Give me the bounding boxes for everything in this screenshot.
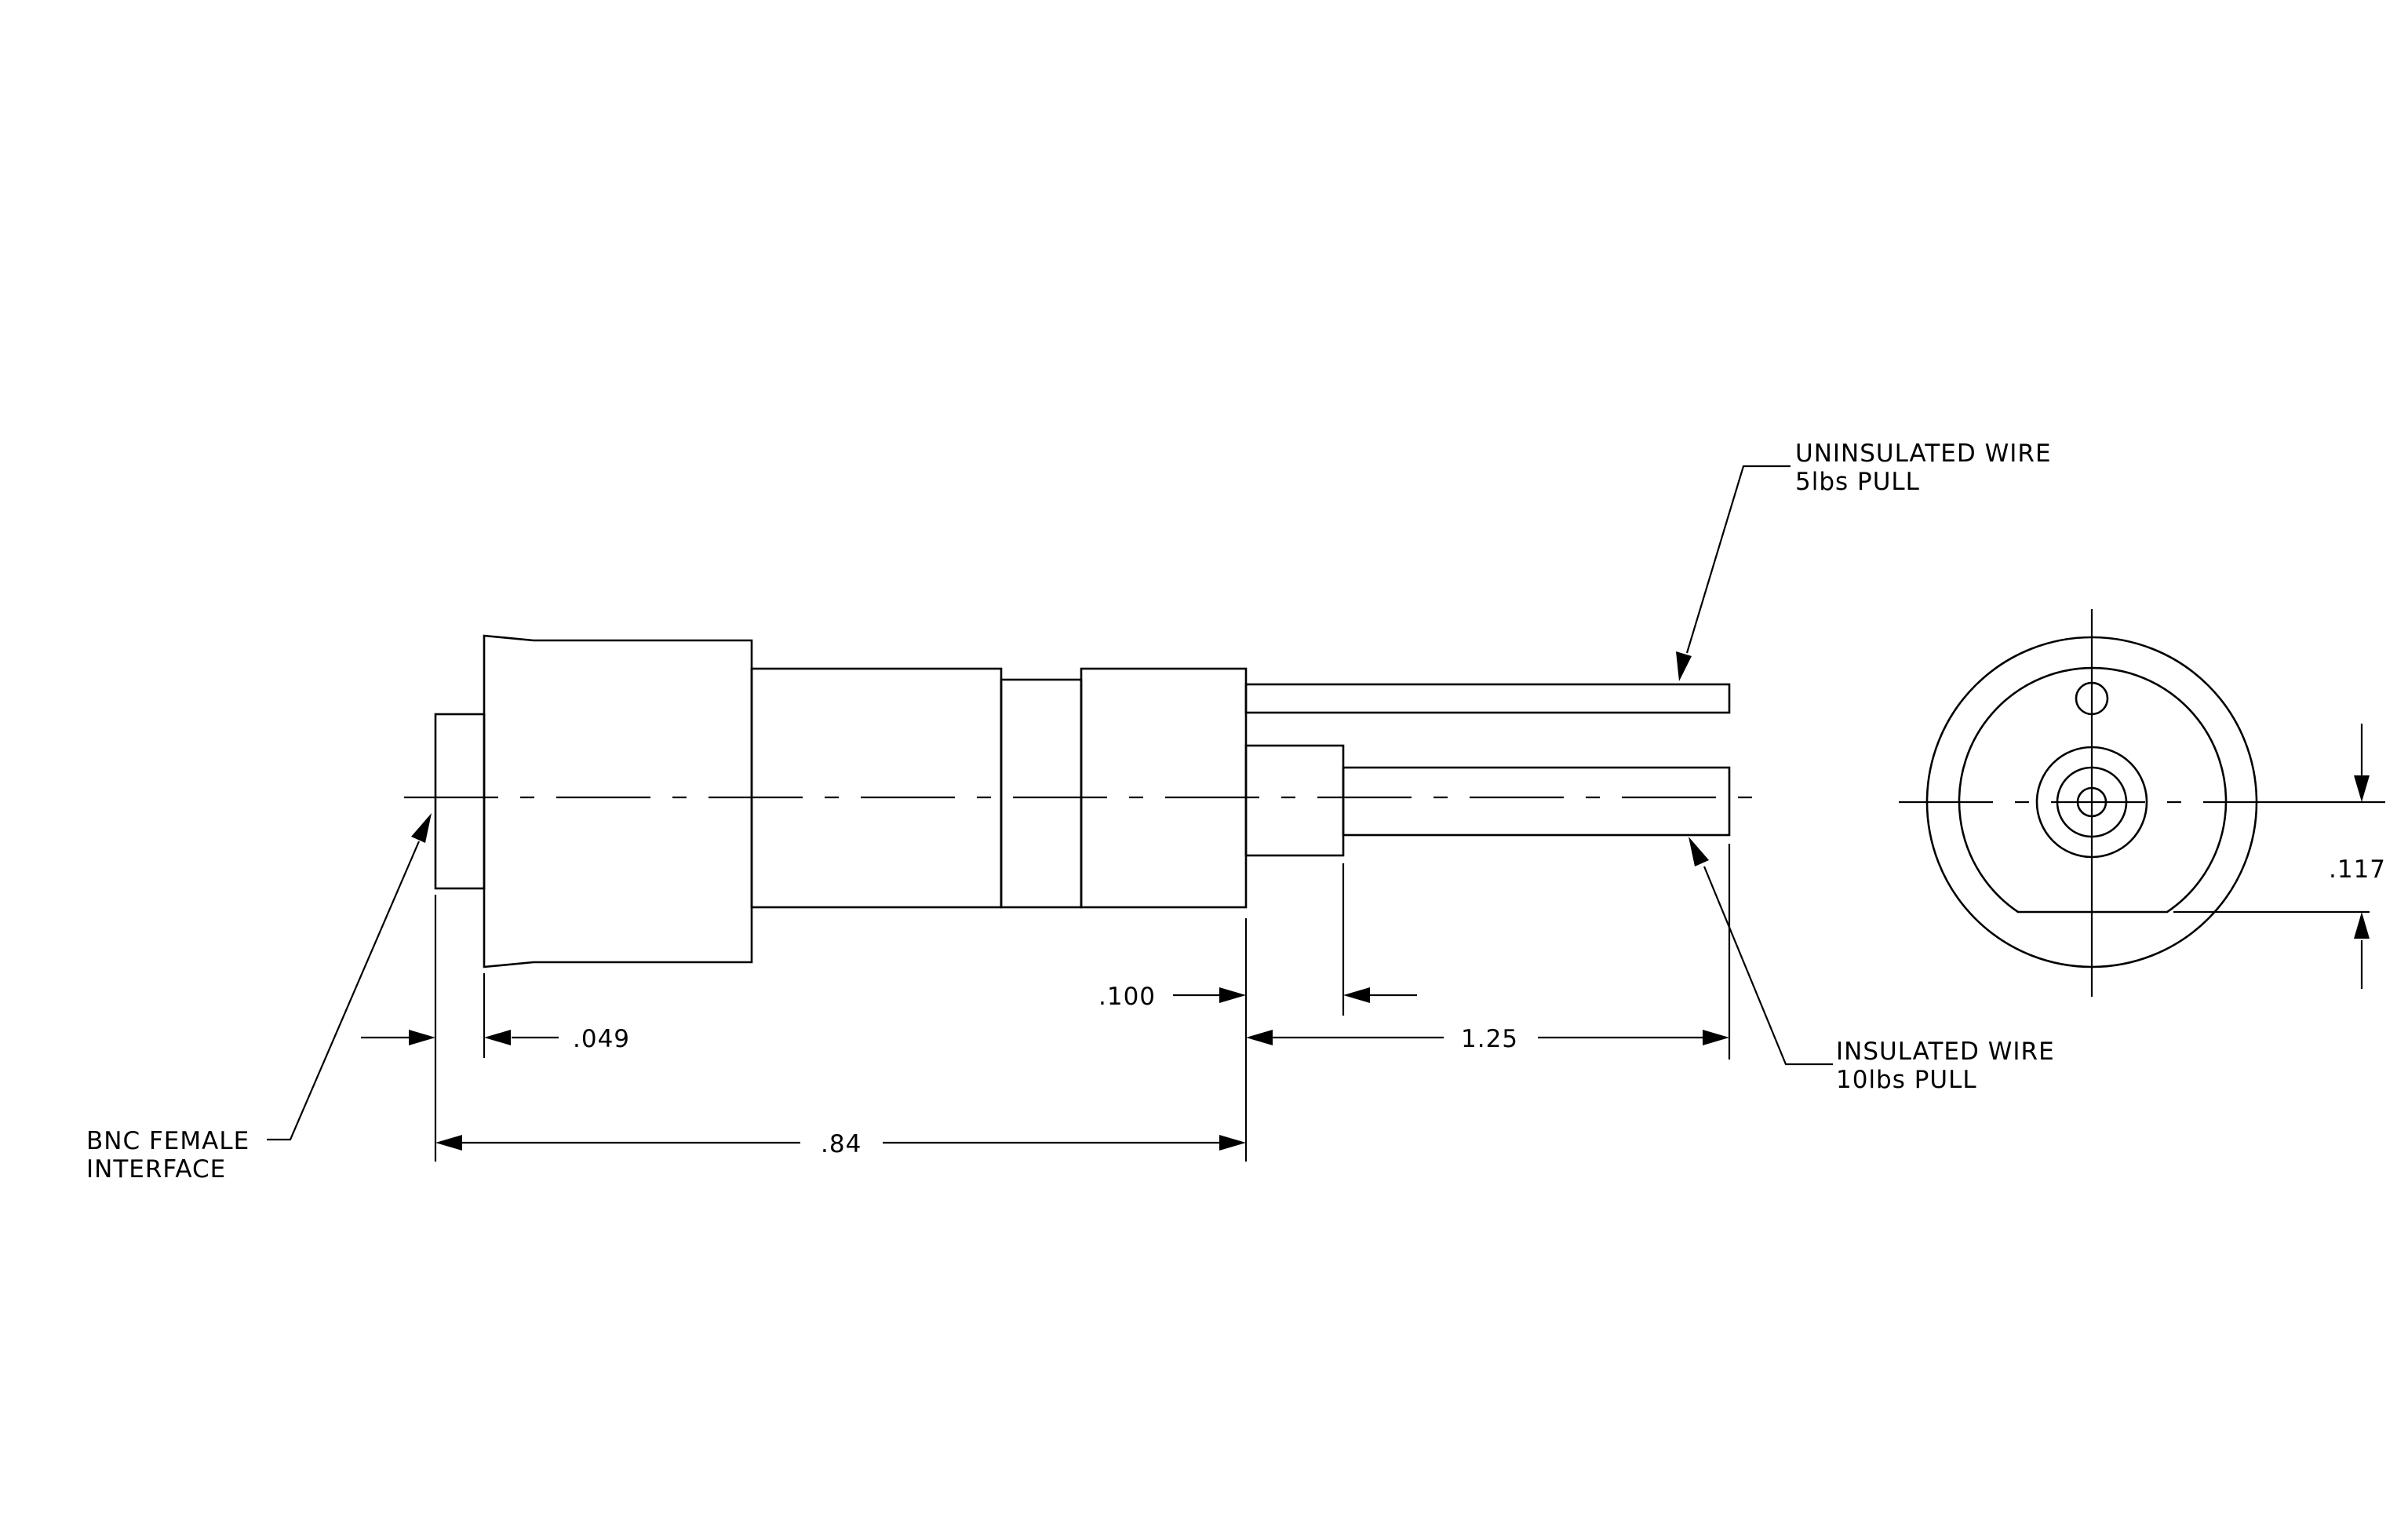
end-view — [1899, 609, 2385, 997]
uninsulated-label-line1: UNINSULATED WIRE — [1795, 440, 2052, 468]
dim-049-left-arrow — [409, 1030, 435, 1045]
center-pin — [2076, 786, 2107, 818]
small-hole — [2075, 681, 2109, 716]
dim-100-label: .100 — [1098, 983, 1156, 1011]
bnc-arrow — [411, 813, 432, 843]
insulated-label-line2: 10lbs PULL — [1836, 1066, 1977, 1094]
bnc-label-line1: BNC FEMALE — [86, 1127, 250, 1155]
bnc-interface-tab — [434, 713, 486, 890]
dim-100-right-arrow — [1343, 987, 1370, 1003]
rear-cap — [1080, 667, 1248, 909]
uninsulated-leader — [1685, 465, 1791, 654]
dim-125-label: 1.25 — [1461, 1025, 1518, 1053]
insulated-label-line1: INSULATED WIRE — [1836, 1038, 2055, 1066]
dim-84-right-arrow — [1219, 1135, 1246, 1151]
rear-body — [750, 667, 1003, 909]
dim-125-right-arrow — [1703, 1030, 1729, 1045]
center-insulator — [2035, 746, 2148, 859]
callouts: UNINSULATED WIRE 5lbs PULL INSULATED WIR… — [86, 440, 2055, 1184]
insulated-wire-sleeve — [1244, 744, 1345, 857]
dim-100-left-arrow — [1219, 987, 1246, 1003]
dim-049-right-arrow — [484, 1030, 511, 1045]
dim-049-label: .049 — [573, 1025, 630, 1053]
outer-ring — [1925, 636, 2258, 968]
neck — [1000, 678, 1083, 909]
dim-84-left-arrow — [435, 1135, 462, 1151]
front-body — [483, 634, 753, 968]
uninsulated-wire — [1244, 683, 1731, 714]
dim-117-label: .117 — [2329, 855, 2386, 884]
insulated-arrow — [1689, 837, 1709, 866]
dim-125-left-arrow — [1246, 1030, 1273, 1045]
bnc-leader — [267, 841, 421, 1141]
inner-keyed-ring — [1958, 666, 2228, 914]
insulated-leader — [1703, 866, 1833, 1066]
uninsulated-label-line2: 5lbs PULL — [1795, 468, 1920, 496]
dimensions: .049 .100 1.25 .84 .117 — [361, 844, 2386, 1162]
dim-117-lower-arrow — [2354, 912, 2370, 939]
uninsulated-arrow — [1676, 651, 1692, 681]
bnc-label-line2: INTERFACE — [86, 1155, 226, 1184]
dim-84-label: .84 — [821, 1130, 862, 1158]
dim-117-upper-arrow — [2354, 775, 2370, 802]
side-view — [404, 634, 1765, 968]
insulated-wire — [1342, 766, 1731, 837]
center-pin-outer — [2056, 766, 2128, 838]
